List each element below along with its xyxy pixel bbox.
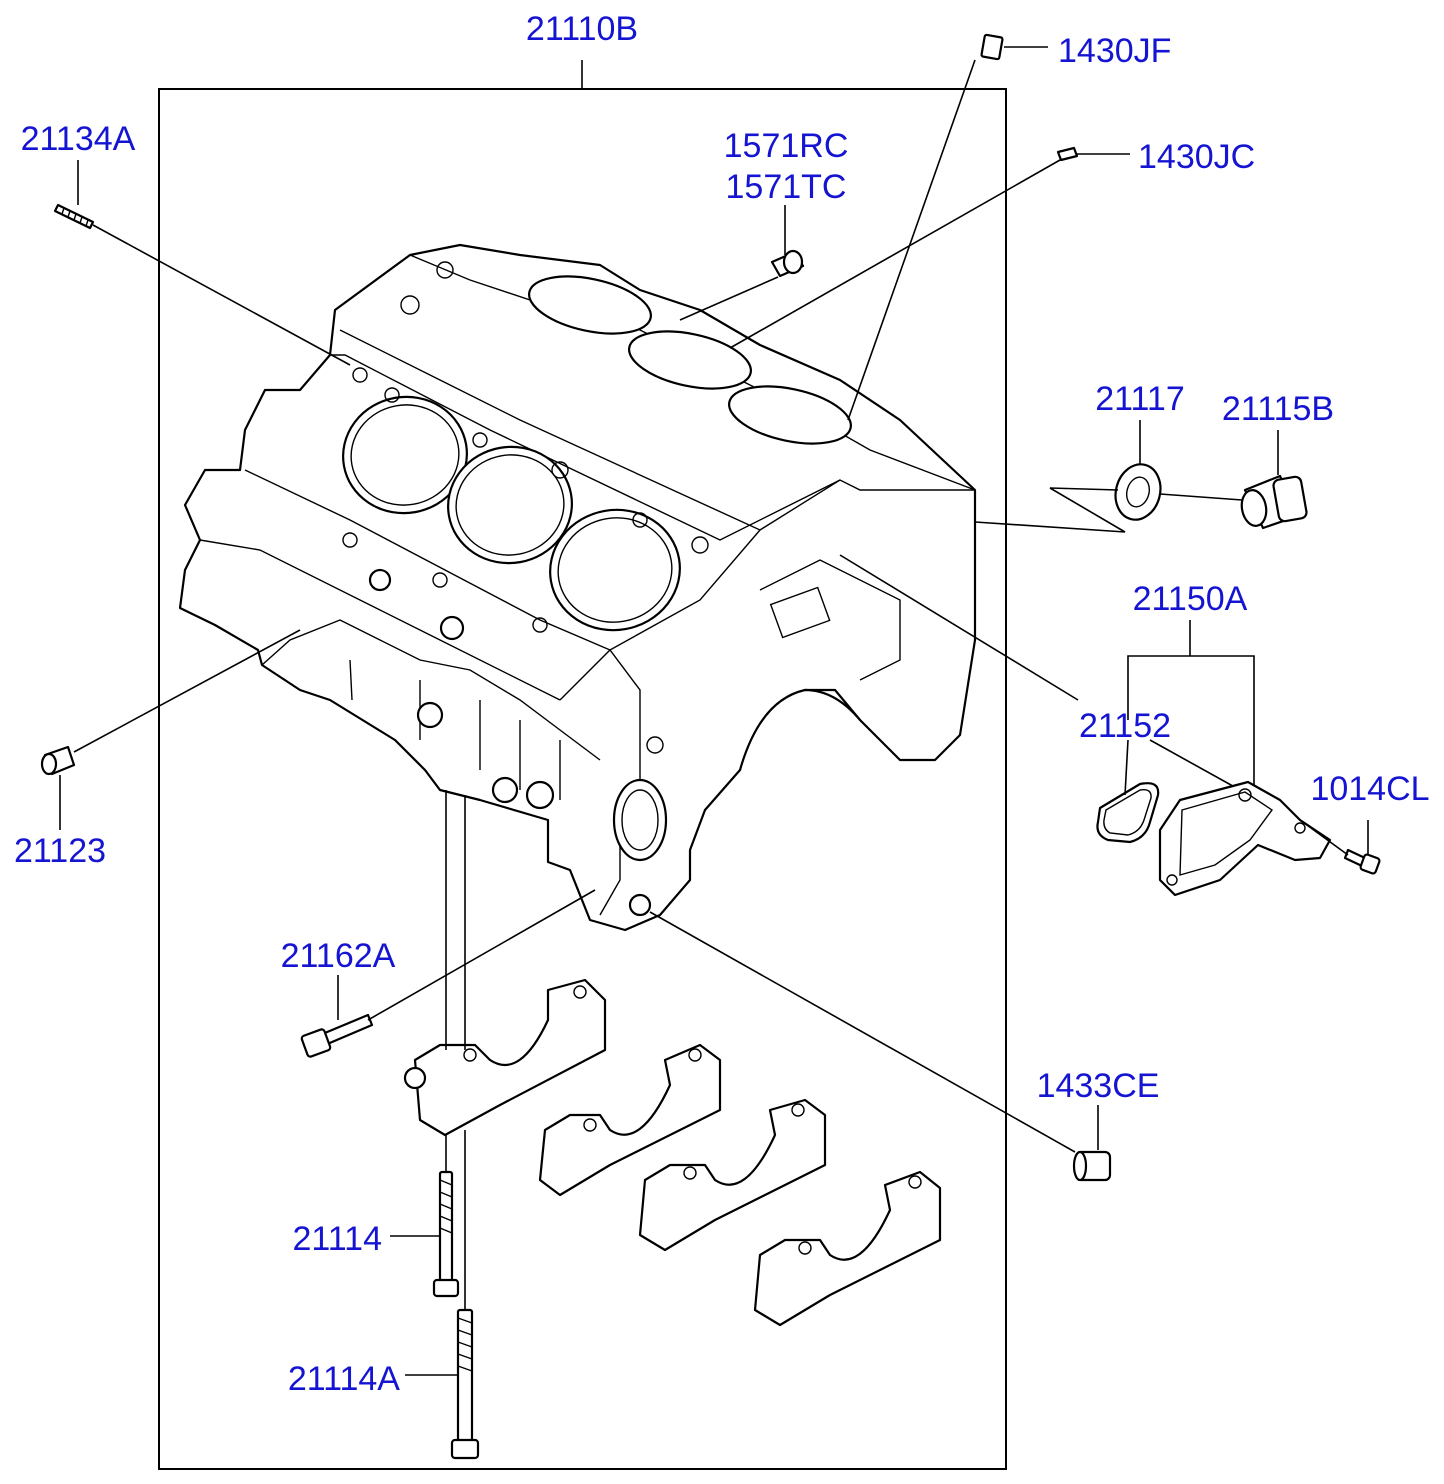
cylinder-block	[178, 243, 977, 932]
dowel-1433ce	[1072, 1150, 1112, 1182]
label-1430jc: 1430JC	[1138, 138, 1255, 176]
label-21114: 21114	[293, 1220, 383, 1258]
label-21134a: 21134A	[21, 120, 136, 158]
label-1571tc: 1571TC	[726, 168, 847, 206]
label-21150a: 21150A	[1133, 580, 1248, 618]
bearing-cap-3	[638, 1098, 827, 1252]
label-21110b: 21110B	[526, 10, 638, 48]
drain-plug-21115b	[1240, 474, 1308, 530]
label-21152: 21152	[1079, 707, 1171, 745]
bolt-1014cl	[1343, 848, 1381, 875]
label-1430jf: 1430JF	[1058, 32, 1171, 70]
cover-21150a	[1158, 780, 1332, 897]
label-1014cl: 1014CL	[1310, 770, 1429, 808]
gasket-21117	[1114, 463, 1162, 521]
pin-1430jc	[1056, 146, 1079, 162]
plug-1571	[770, 249, 805, 278]
bearing-cap-1	[403, 978, 607, 1137]
pin-1430jf	[980, 33, 1004, 61]
label-21162a: 21162A	[281, 937, 396, 975]
gasket-21152	[1096, 782, 1160, 844]
label-21123: 21123	[14, 832, 106, 870]
label-21117: 21117	[1095, 380, 1185, 418]
stud-21134a	[53, 203, 95, 230]
bearing-cap-4	[753, 1170, 942, 1327]
label-21114a: 21114A	[288, 1360, 400, 1398]
bolt-21162a	[300, 1013, 374, 1058]
label-1433ce: 1433CE	[1037, 1067, 1160, 1105]
bearing-cap-2	[538, 1043, 722, 1197]
bolt-21114	[432, 1170, 460, 1298]
label-21115b: 21115B	[1222, 390, 1334, 428]
bolt-21114a	[450, 1308, 480, 1460]
label-1571rc: 1571RC	[724, 127, 849, 165]
plug-21123	[40, 745, 76, 776]
